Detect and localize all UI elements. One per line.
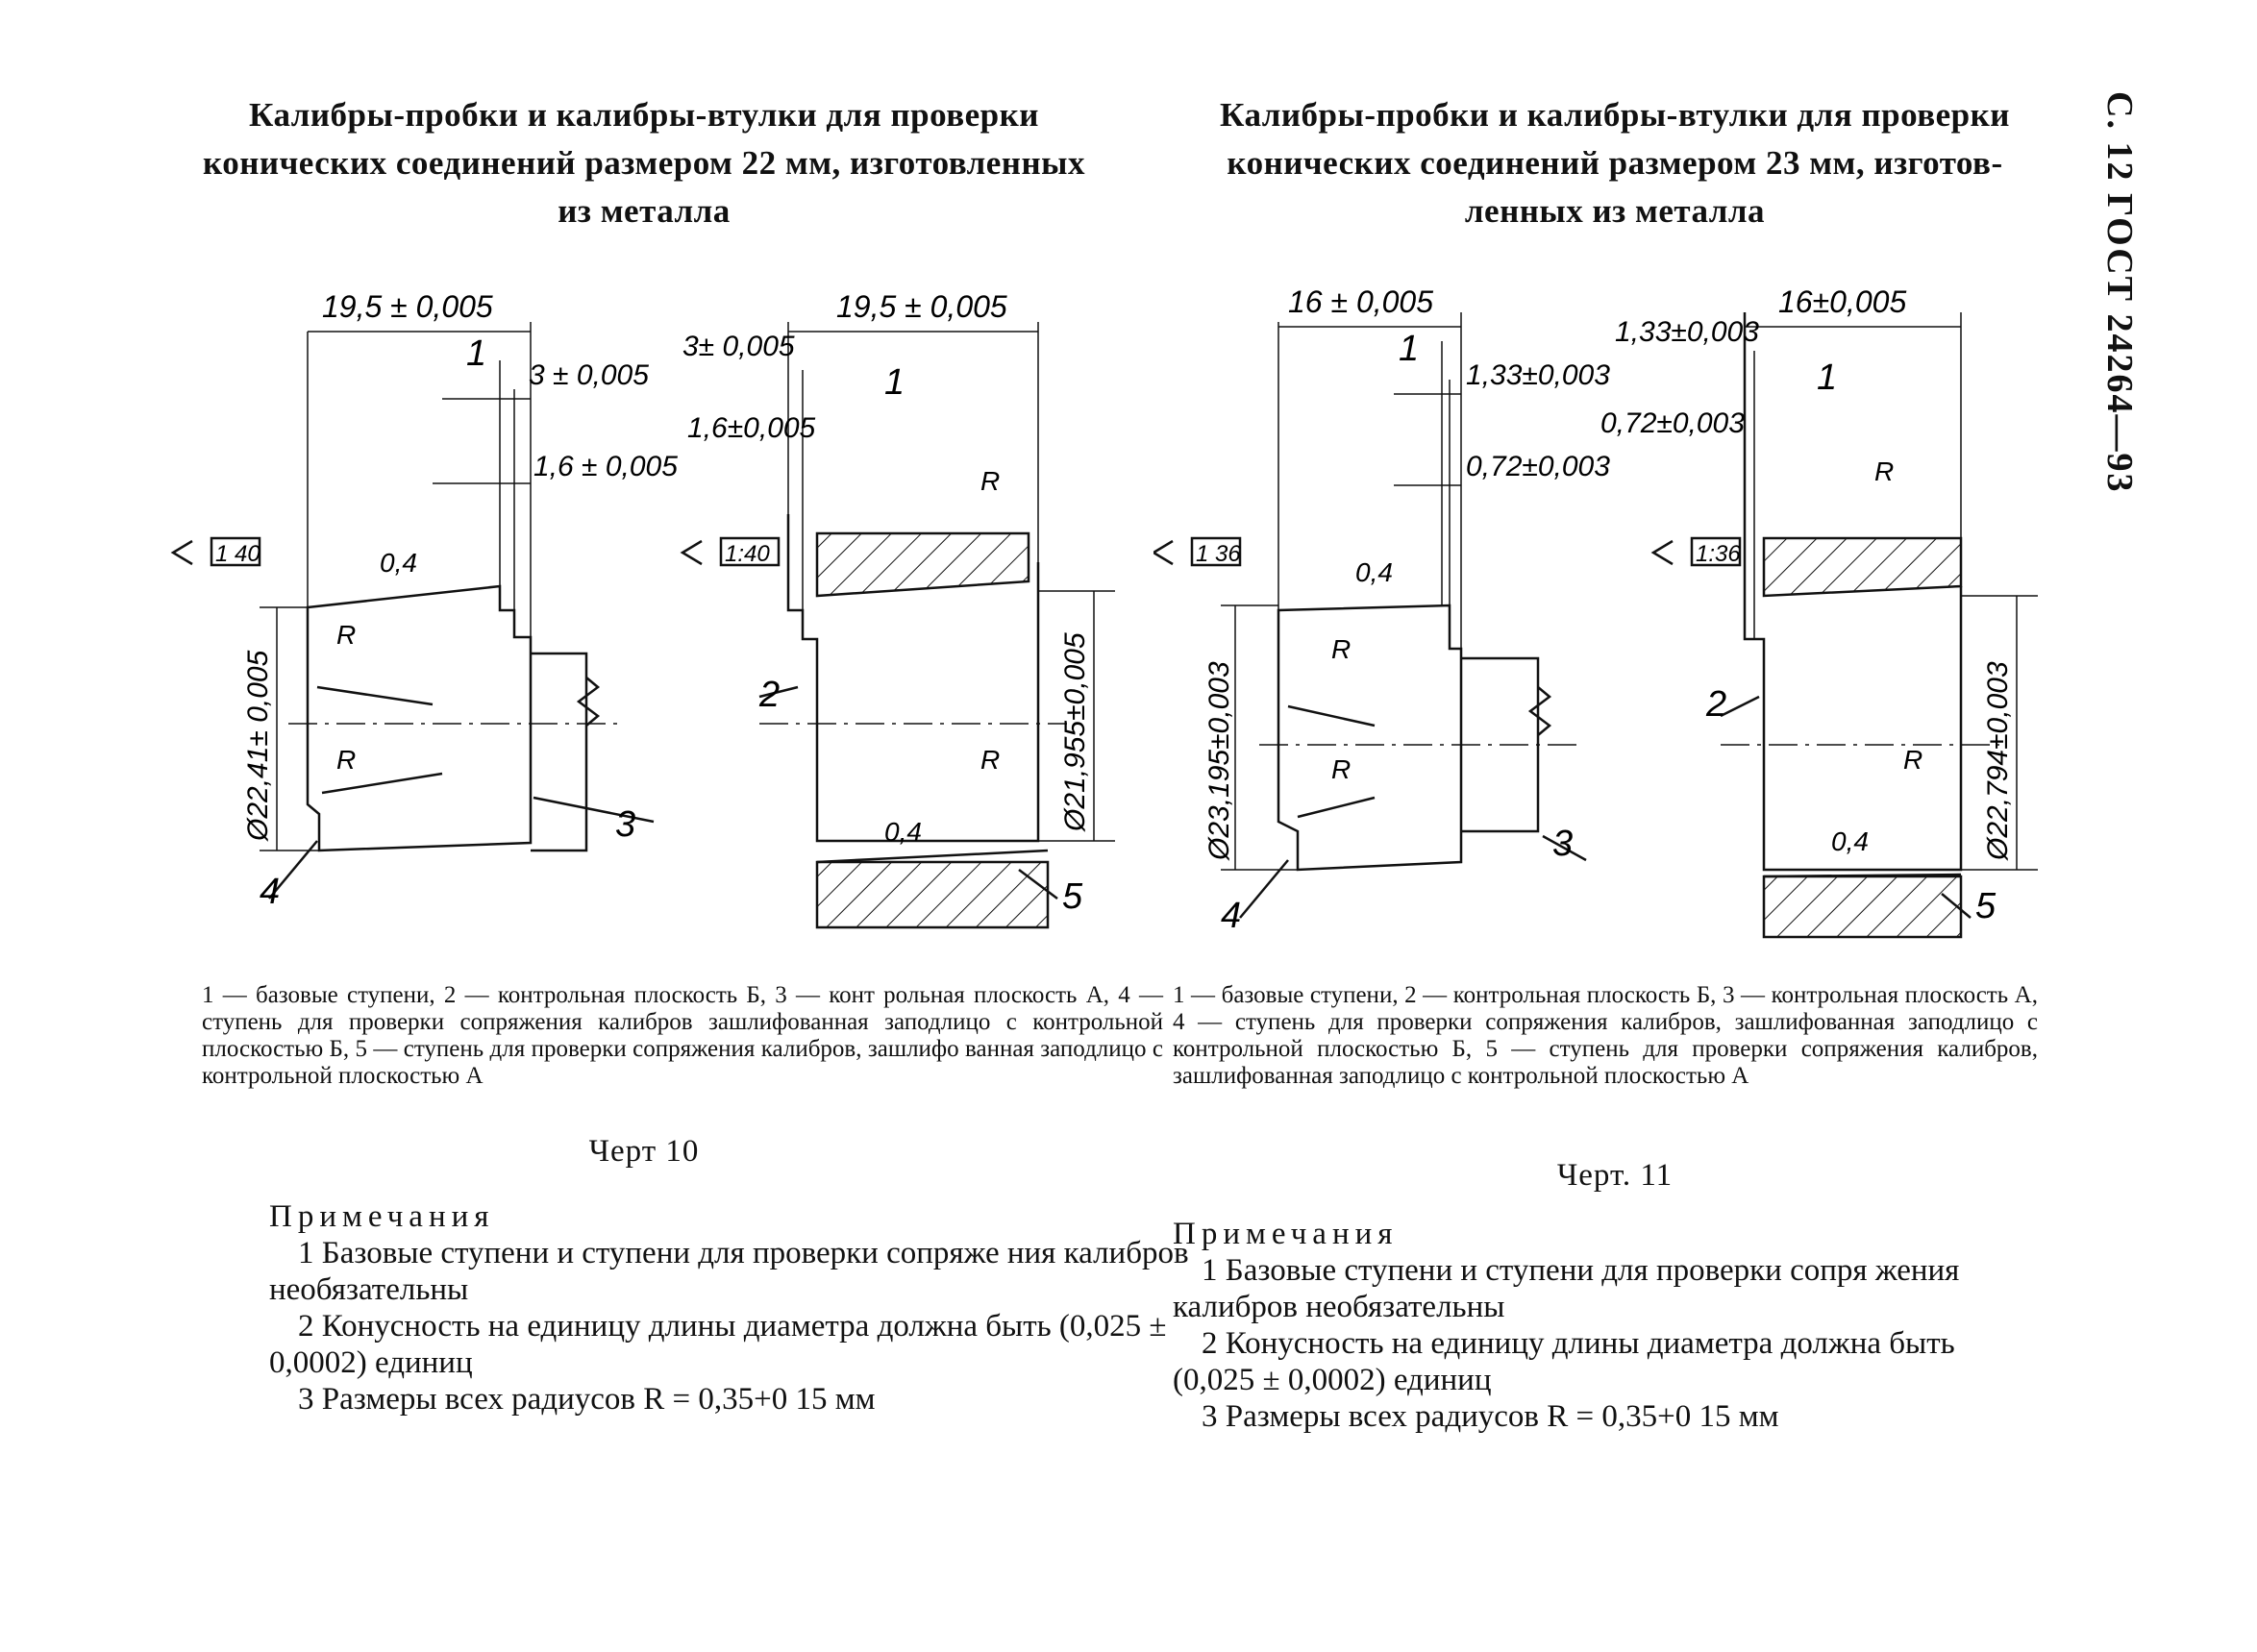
notes-header: Примечания xyxy=(1173,1217,1399,1251)
radius-label: R xyxy=(1903,745,1922,775)
callout-1: 1 xyxy=(1399,329,1419,369)
title-line: из металла xyxy=(558,192,731,230)
title-line: Калибры-пробки и калибры-втулки для пров… xyxy=(1220,96,2010,134)
callout-4: 4 xyxy=(1221,896,1241,936)
notes-block: Примечания 1 Базовые ступени и ступени д… xyxy=(269,1198,1230,1418)
roughness-ring: 0,4 xyxy=(884,817,922,847)
figure-number: Черт. 11 xyxy=(1556,1158,1674,1193)
callout-5: 5 xyxy=(1062,876,1083,917)
radius-label: R xyxy=(1331,754,1351,784)
radius-label: R xyxy=(1331,634,1351,664)
callout-4: 4 xyxy=(260,872,280,912)
drawing-chert-11: 16 ± 0,005 1,33±0,003 0,72±0,003 Ø23,195… xyxy=(1153,284,2038,939)
section-title: Калибры-пробки и калибры-втулки для пров… xyxy=(163,91,1125,235)
dim-ring-diameter: Ø22,794±0,003 xyxy=(1982,661,2014,861)
taper-plug: 1 36 xyxy=(1196,541,1241,567)
dim-plug-step1: 1,33±0,003 xyxy=(1466,359,1610,391)
notes-block: Примечания 1 Базовые ступени и ступени д… xyxy=(1173,1216,2038,1435)
radius-label: R xyxy=(980,745,1000,775)
dim-plug-step1: 3 ± 0,005 xyxy=(529,359,649,391)
section-22mm: Калибры-пробки и калибры-втулки для пров… xyxy=(163,0,1189,1652)
figure-caption: 1 — базовые ступени, 2 — контрольная пло… xyxy=(1173,982,2038,1089)
dim-ring-step1: 3± 0,005 xyxy=(682,331,795,362)
radius-label: R xyxy=(336,620,356,650)
callout-1: 1 xyxy=(1817,358,1837,398)
roughness-ring: 0,4 xyxy=(1831,826,1869,856)
note-item: 3 Размеры всех радиусов R = 0,35+0 15 мм xyxy=(1202,1399,1779,1434)
title-line: конических соединений размером 23 мм, из… xyxy=(1227,144,2003,182)
note-item: 2 Конусность на единицу длины диаметра д… xyxy=(1173,1326,1955,1397)
dim-plug-length: 19,5 ± 0,005 xyxy=(322,289,493,324)
dim-plug-step2: 1,6 ± 0,005 xyxy=(533,451,678,482)
roughness-plug: 0,4 xyxy=(1355,557,1393,587)
roughness-plug: 0,4 xyxy=(380,548,417,578)
figure-caption: 1 — базовые ступени, 2 — контрольная пло… xyxy=(202,982,1163,1089)
dim-ring-step1: 1,33±0,003 xyxy=(1615,316,1759,348)
page-number-gost: С. 12 ГОСТ 24264—93 xyxy=(2099,91,2140,494)
figure-number: Черт 10 xyxy=(588,1134,700,1169)
dim-ring-length: 16±0,005 xyxy=(1778,284,1906,319)
title-line: Калибры-пробки и калибры-втулки для пров… xyxy=(249,96,1039,134)
radius-label: R xyxy=(980,466,1000,496)
title-line: конических соединений размером 22 мм, из… xyxy=(203,144,1085,182)
callout-5: 5 xyxy=(1975,886,1997,926)
taper-plug: 1 40 xyxy=(215,541,260,567)
dim-ring-step2: 1,6±0,005 xyxy=(687,412,816,444)
section-title: Калибры-пробки и калибры-втулки для пров… xyxy=(1153,91,2076,235)
dim-plug-diameter: Ø22,41± 0,005 xyxy=(242,650,274,842)
dim-ring-diameter: Ø21,955±0,005 xyxy=(1059,632,1091,832)
note-item: 2 Конусность на единицу длины диаметра д… xyxy=(269,1309,1167,1380)
notes-header: Примечания xyxy=(269,1199,495,1234)
callout-1: 1 xyxy=(884,362,905,403)
dim-plug-diameter: Ø23,195±0,003 xyxy=(1203,661,1235,861)
dim-ring-length: 19,5 ± 0,005 xyxy=(836,289,1007,324)
note-item: 3 Размеры всех радиусов R = 0,35+0 15 мм xyxy=(298,1382,876,1417)
drawing-chert-10: 19,5 ± 0,005 3 ± 0,005 1,6 ± 0,005 Ø22,4… xyxy=(170,289,1115,929)
callout-2: 2 xyxy=(758,675,780,715)
dim-plug-step2: 0,72±0,003 xyxy=(1466,451,1610,482)
taper-ring: 1:36 xyxy=(1696,541,1741,567)
callout-3: 3 xyxy=(615,804,635,845)
page-header-vertical: С. 12 ГОСТ 24264—93 xyxy=(2091,91,2148,493)
radius-label: R xyxy=(336,745,356,775)
dim-plug-length: 16 ± 0,005 xyxy=(1288,284,1433,319)
section-23mm: Калибры-пробки и калибры-втулки для пров… xyxy=(1153,0,2076,1652)
dim-ring-step2: 0,72±0,003 xyxy=(1600,407,1745,439)
note-item: 1 Базовые ступени и ступени для проверки… xyxy=(269,1236,1189,1307)
title-line: ленных из металла xyxy=(1464,192,1766,230)
radius-label: R xyxy=(1874,456,1894,486)
note-item: 1 Базовые ступени и ступени для проверки… xyxy=(1173,1253,1960,1324)
callout-1: 1 xyxy=(466,333,486,374)
callout-3: 3 xyxy=(1552,824,1573,864)
taper-ring: 1:40 xyxy=(725,541,770,567)
callout-2: 2 xyxy=(1705,684,1726,725)
